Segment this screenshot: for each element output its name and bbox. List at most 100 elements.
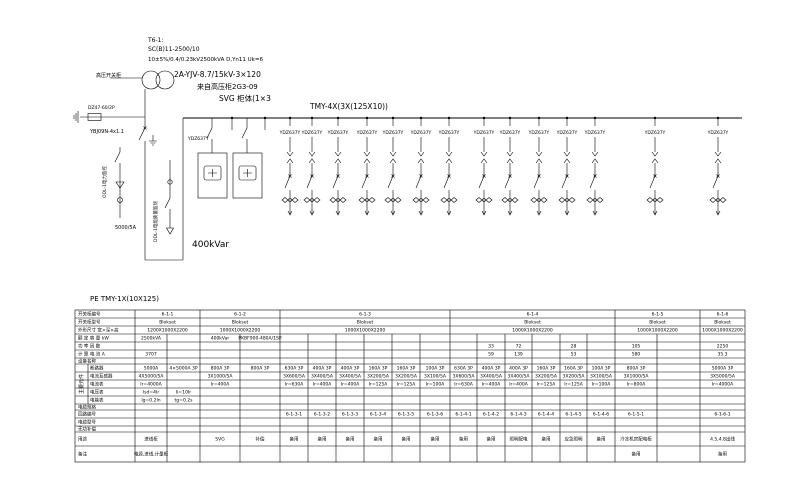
ct-ratio-label: 5000/5A <box>115 225 137 231</box>
table-row-label: 功 率 因 数 <box>78 343 101 350</box>
table-cell: Ir=400A <box>341 382 361 388</box>
table-cell: 1200X1000X2200 <box>147 328 188 334</box>
isolator-contact <box>308 151 316 157</box>
ground-icon <box>73 111 79 123</box>
triangle-icon <box>165 227 175 235</box>
table-row-label: 断路器 <box>90 365 104 372</box>
table-cell: 6-1-3-2 <box>314 412 330 418</box>
table-cell: 800A 3P <box>627 366 646 372</box>
isolator-contact <box>445 151 453 157</box>
table-cell: 备用 <box>290 436 299 443</box>
incomer-branch: YBJ09N-4x1.1 <box>89 89 183 261</box>
table-cell: 3X100/5A <box>424 374 447 380</box>
ct-symbol <box>440 197 448 203</box>
ct-core <box>288 198 292 202</box>
ct-icon <box>117 197 123 203</box>
breaker-cross <box>419 174 423 178</box>
table-cell: 冷冻机房配电柜 <box>620 436 652 443</box>
isolator-contact <box>714 151 722 157</box>
table-cell: 3X400/5A <box>311 374 334 380</box>
isolator-contact <box>535 151 543 157</box>
ct-symbol <box>501 197 509 203</box>
breaker-cross <box>447 174 451 178</box>
isolator-contact <box>389 151 397 157</box>
table-cell: 6-1-6-1 <box>714 412 730 418</box>
table-cell: 4X5000/5A <box>139 374 165 380</box>
table-cell: 备用 <box>542 436 551 443</box>
feeder-8: YDZ637Y <box>473 116 495 216</box>
table-cell: 备用 <box>487 436 496 443</box>
outgoing-feeders: YDZ637Y YDZ637Y YDZ637Y YDZ637Y YDZ637Y YDZ63… <box>279 116 729 216</box>
ct-core <box>537 198 541 202</box>
table-cell: 1000X1000X2200 <box>702 328 743 334</box>
table-cell: 3X200/5A <box>535 374 558 380</box>
table-group-label: 主要元件 <box>78 374 85 394</box>
table-border <box>74 309 746 463</box>
table-cell: 100A 3P <box>426 366 445 372</box>
table-cell: Ir=630A <box>454 382 474 388</box>
table-row-label: 电缆规格 <box>78 404 96 411</box>
table-cell: 72 <box>516 344 522 350</box>
isolator-contact <box>480 151 488 157</box>
ct-symbol <box>709 197 717 203</box>
isolator-contact <box>563 151 571 157</box>
busbar-label: TMY-4X(3X(125X10)) <box>309 102 388 111</box>
table-row-label: 电缆型号 <box>78 419 96 426</box>
isolator-contact <box>506 158 514 164</box>
triangle-icon <box>115 181 125 189</box>
feeder-9: YDZ637Y <box>499 116 521 216</box>
table-cell: Ir=4000A <box>140 382 162 388</box>
table-cell: 备用 <box>597 436 606 443</box>
feeder-label: YDZ637Y <box>707 130 729 136</box>
table-cell: 3X100/5A <box>590 374 613 380</box>
ct-core <box>391 198 395 202</box>
feeder-7: YDZ637Y <box>438 116 460 216</box>
ct-core <box>482 198 486 202</box>
feeder-2: YDZ637Y <box>301 116 323 216</box>
table-cell: Ir=4000A <box>712 382 734 388</box>
table-cell: Ir=400A <box>313 382 333 388</box>
table-cell: 1000X1000X2200 <box>345 328 386 334</box>
main-busbar: TMY-4X(3X(125X10)) <box>183 102 742 119</box>
isolator-contact <box>535 158 543 164</box>
table-cell: Ir=125A <box>369 382 389 388</box>
isolator-contact <box>286 151 294 157</box>
table-row-label: 开关柜型号 <box>78 319 101 326</box>
pe-bar-label: PE TMY-1X(10X125) <box>90 295 159 303</box>
isolator-contact <box>363 158 371 164</box>
breaker-blade <box>332 175 339 189</box>
breaker-blade <box>415 175 422 189</box>
table-cell: 400kVar <box>211 336 230 342</box>
table-cell: 800A 3P <box>251 366 270 372</box>
table-cell: 6-1-3-5 <box>398 412 414 418</box>
table-cell: Ir=630A <box>285 382 305 388</box>
table-cell: 35.3 <box>717 352 727 358</box>
outgoing-arrow <box>446 210 452 216</box>
table-cell: 400A 3P <box>482 366 501 372</box>
breaker-blade <box>478 175 485 189</box>
table-cell: 应急照明 <box>565 436 583 443</box>
ct-core <box>716 198 720 202</box>
transformer-secondary-winding <box>155 70 175 90</box>
ct-symbol <box>568 197 576 203</box>
table-cell: 6-1-2 <box>234 312 246 318</box>
table-cell: 进线柜 <box>144 436 158 443</box>
transformer-spec: 10±5%/0.4/0.23kV2500kVA D,Yn11 Uk=6 <box>148 57 263 63</box>
transformer-t6-1: T6-1: SC(B)11-2500/10 10±5%/0.4/0.23kV25… <box>96 37 271 103</box>
feeder-label: YDZ637Y <box>528 130 550 136</box>
ct-symbol <box>422 197 430 203</box>
feeder-label: YDZ637Y <box>410 130 432 136</box>
feeder-11: YDZ637Y <box>556 116 578 216</box>
table-cell: PKBF900-480A/1SP <box>238 336 281 342</box>
breaker-blade <box>306 175 313 189</box>
isolator-contact <box>417 151 425 157</box>
ct-core <box>565 198 569 202</box>
table-cell: Ir=100A <box>426 382 446 388</box>
ct-symbol <box>450 197 458 203</box>
breaker-blade <box>284 175 291 189</box>
incomer-device-label: YBJ09N-4x1.1 <box>89 129 124 135</box>
feeder-label: YDZ637Y <box>499 130 521 136</box>
ct-symbol <box>540 197 548 203</box>
